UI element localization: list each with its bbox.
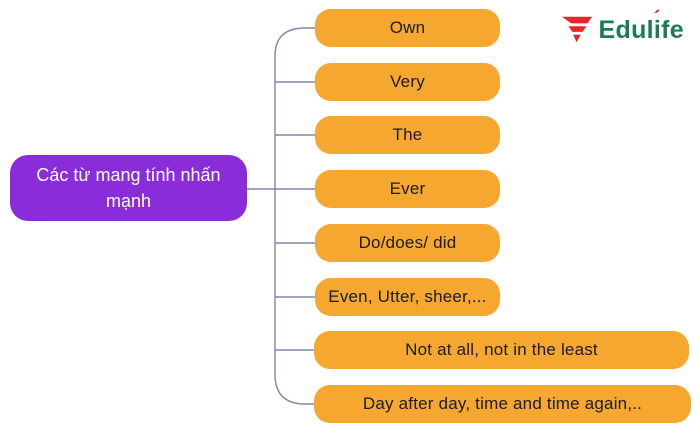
branch-label: Do/does/ did [358,233,457,252]
branch-label: Day after day, time and time again,.. [362,394,643,413]
connector-trunk-top [274,27,315,189]
logo-text-i: i´ [653,7,662,44]
branch-label: The [392,125,423,144]
branch-node-even-utter-sheer: Even, Utter, sheer,... [315,278,500,316]
branch-node-very: Very [315,63,500,101]
branch-label: Not at all, not in the least [405,340,598,359]
root-node-label: Các từ mang tính nhấn mạnh [36,164,221,211]
branch-node-the: The [315,116,500,154]
connector-trunk-bottom [274,189,315,405]
logo-text-suffix: fe [661,15,684,44]
branch-node-not-at-all: Not at all, not in the least [314,331,689,369]
branch-label: Own [389,18,426,37]
logo-text-prefix: Edul [598,15,654,44]
edulife-logo-icon [561,16,592,43]
logo-accent-mark: ´ [653,7,661,30]
branch-label: Even, Utter, sheer,... [328,287,487,306]
edulife-logo: Eduli´fe [560,7,684,46]
edulife-logo-text: Eduli´fe [598,7,684,44]
branch-node-do-does-did: Do/does/ did [315,224,500,262]
branch-node-day-after-day: Day after day, time and time again,.. [314,385,691,423]
root-node: Các từ mang tính nhấn mạnh [10,155,247,221]
branch-node-ever: Ever [315,170,500,208]
branch-label: Ever [389,179,426,198]
branch-label: Very [390,72,425,91]
branch-node-own: Own [315,9,500,47]
